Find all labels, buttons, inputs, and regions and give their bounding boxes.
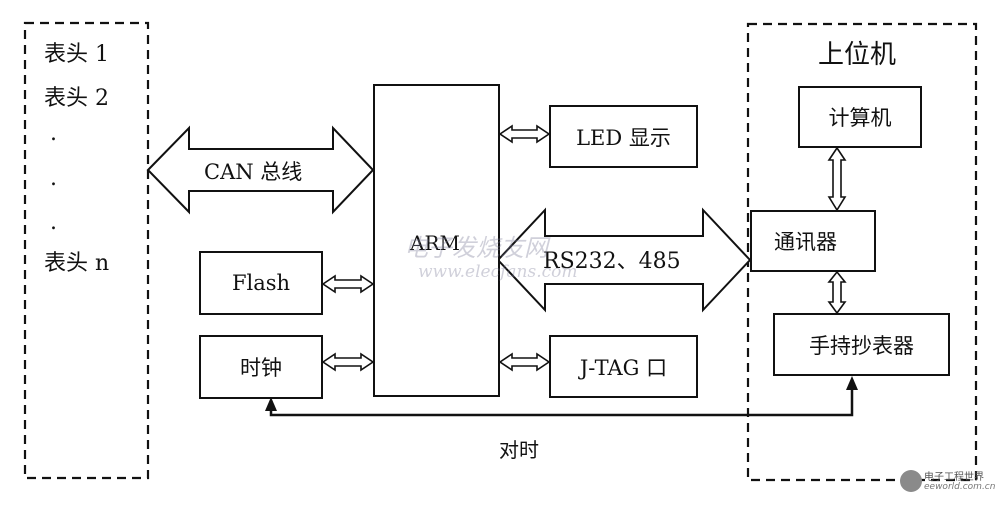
jtag-label: J-TAG 口: [579, 355, 668, 380]
comm-label: 通讯器: [774, 230, 837, 254]
sync-label: 对时: [499, 438, 539, 462]
ellipsis-dot: .: [50, 166, 57, 191]
flash-arm-arrow: [321, 274, 375, 294]
meter-1-label: 表头 1: [44, 42, 109, 67]
arm-jtag-arrow: [498, 352, 551, 372]
clock-arm-arrow: [321, 352, 375, 372]
comm-handheld-arrow: [827, 270, 847, 315]
eeworld-logo-icon: [900, 470, 922, 492]
ellipsis-dot: .: [50, 121, 57, 146]
clock-block: 时钟: [199, 335, 323, 399]
computer-label: 计算机: [828, 106, 892, 130]
watermark-site-url: www.elecfans.com: [418, 262, 578, 282]
meter-group-border: [23, 21, 150, 480]
flash-block: Flash: [199, 251, 323, 315]
computer-comm-arrow: [827, 146, 847, 212]
host-title: 上位机: [818, 40, 897, 70]
led-label: LED 显示: [576, 125, 671, 150]
arm-block: [373, 84, 500, 397]
eeworld-logo-url: eeworld.com.cn: [924, 482, 996, 492]
watermark-site-cn: 电子发烧友网: [404, 234, 548, 262]
ellipsis-dot: .: [50, 210, 57, 235]
jtag-block: J-TAG 口: [549, 335, 698, 398]
meter-2-label: 表头 2: [44, 86, 109, 111]
can-bus-label: CAN 总线: [204, 160, 303, 184]
sync-arrowhead-clock: [265, 397, 277, 411]
sync-arrowhead-handheld: [846, 376, 858, 390]
flash-label: Flash: [231, 271, 291, 295]
arm-label: ARM: [410, 231, 460, 255]
meter-n-label: 表头 n: [44, 251, 110, 276]
host-group-border: [746, 22, 978, 482]
comm-block: 通讯器: [750, 210, 876, 272]
clock-label: 时钟: [240, 356, 282, 380]
handheld-block: 手持抄表器: [773, 313, 950, 376]
computer-block: 计算机: [798, 86, 922, 148]
handheld-label: 手持抄表器: [809, 333, 914, 358]
arm-led-arrow: [498, 124, 551, 144]
eeworld-logo-cn: 电子工程世界: [924, 472, 984, 483]
eeworld-logo: 电子工程世界 eeworld.com.cn: [898, 466, 995, 502]
led-block: LED 显示: [549, 105, 698, 168]
rs-bus-label: RS232、485: [543, 249, 681, 274]
